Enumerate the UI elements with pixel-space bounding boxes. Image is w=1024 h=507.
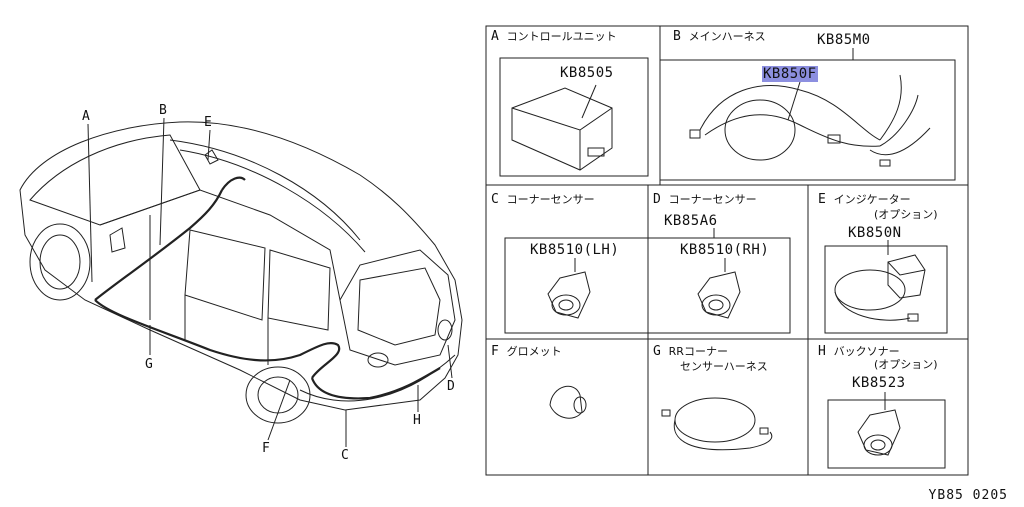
vehicle-illustration bbox=[19, 121, 463, 424]
panel-f-header: F グロメット bbox=[491, 345, 562, 359]
panel-b-letter: B bbox=[673, 29, 681, 44]
part-kb850f: KB850F bbox=[762, 66, 818, 82]
part-kb8510-rh: KB8510(RH) bbox=[680, 242, 770, 258]
panel-a-letter: A bbox=[491, 29, 499, 44]
part-kb8510-lh: KB8510(LH) bbox=[530, 242, 620, 258]
panel-d-title: コーナーセンサー bbox=[668, 193, 757, 206]
panel-e-letter: E bbox=[818, 192, 826, 207]
corner-sensor-drawings bbox=[547, 228, 741, 319]
panel-c-header: C コーナーセンサー bbox=[491, 193, 595, 207]
panel-g-header: G RRコーナー bbox=[653, 345, 728, 359]
panel-e-subtitle: (オプション) bbox=[874, 208, 938, 221]
callout-a: A bbox=[82, 109, 90, 124]
panel-b-header: B メインハーネス bbox=[673, 30, 766, 44]
main-harness-drawing bbox=[689, 48, 931, 167]
panel-e-title: インジケーター bbox=[833, 193, 911, 206]
callout-g: G bbox=[145, 357, 153, 372]
callout-b: B bbox=[159, 103, 167, 118]
panel-c-title: コーナーセンサー bbox=[506, 193, 595, 206]
callout-e: E bbox=[204, 115, 212, 130]
indicator-drawing bbox=[834, 240, 926, 322]
panel-b-title: メインハーネス bbox=[688, 30, 766, 43]
rr-harness-drawing bbox=[661, 397, 773, 451]
panel-d-letter: D bbox=[653, 192, 661, 207]
panel-d-header: D コーナーセンサー bbox=[653, 193, 757, 207]
panel-h-letter: H bbox=[818, 344, 826, 359]
part-kb850f-text: KB850F bbox=[762, 66, 818, 82]
back-sonar-drawing bbox=[857, 392, 901, 456]
part-kb8523: KB8523 bbox=[852, 375, 906, 391]
callout-f: F bbox=[262, 441, 270, 456]
callout-d: D bbox=[447, 379, 455, 394]
control-unit-drawing bbox=[511, 84, 613, 171]
panel-g-letter: G bbox=[653, 344, 661, 359]
panel-f-title: グロメット bbox=[506, 345, 562, 358]
panel-f-letter: F bbox=[491, 344, 499, 359]
harness-route bbox=[94, 176, 441, 400]
panel-e-header: E インジケーター bbox=[818, 193, 911, 207]
callout-leaders bbox=[87, 117, 453, 447]
panel-h-subtitle: (オプション) bbox=[874, 358, 938, 371]
diagram-code: YB85 0205 bbox=[928, 488, 1008, 503]
part-kb850n: KB850N bbox=[848, 225, 902, 241]
parts-table bbox=[485, 25, 969, 476]
panel-h-title: バックソナー bbox=[833, 345, 900, 358]
part-kb85m0: KB85M0 bbox=[817, 32, 871, 48]
panel-g-subtitle: センサーハーネス bbox=[680, 360, 768, 373]
panel-a-title: コントロールユニット bbox=[506, 30, 617, 43]
callout-h: H bbox=[413, 413, 421, 428]
part-kb85a6: KB85A6 bbox=[664, 213, 718, 229]
panel-g-title: RRコーナー bbox=[668, 345, 728, 358]
panel-a-header: A コントロールユニット bbox=[491, 30, 617, 44]
panel-c-letter: C bbox=[491, 192, 499, 207]
part-kb8505: KB8505 bbox=[560, 65, 614, 81]
panel-h-header: H バックソナー bbox=[818, 345, 900, 359]
callout-c: C bbox=[341, 448, 349, 463]
grommet-drawing bbox=[549, 385, 587, 419]
